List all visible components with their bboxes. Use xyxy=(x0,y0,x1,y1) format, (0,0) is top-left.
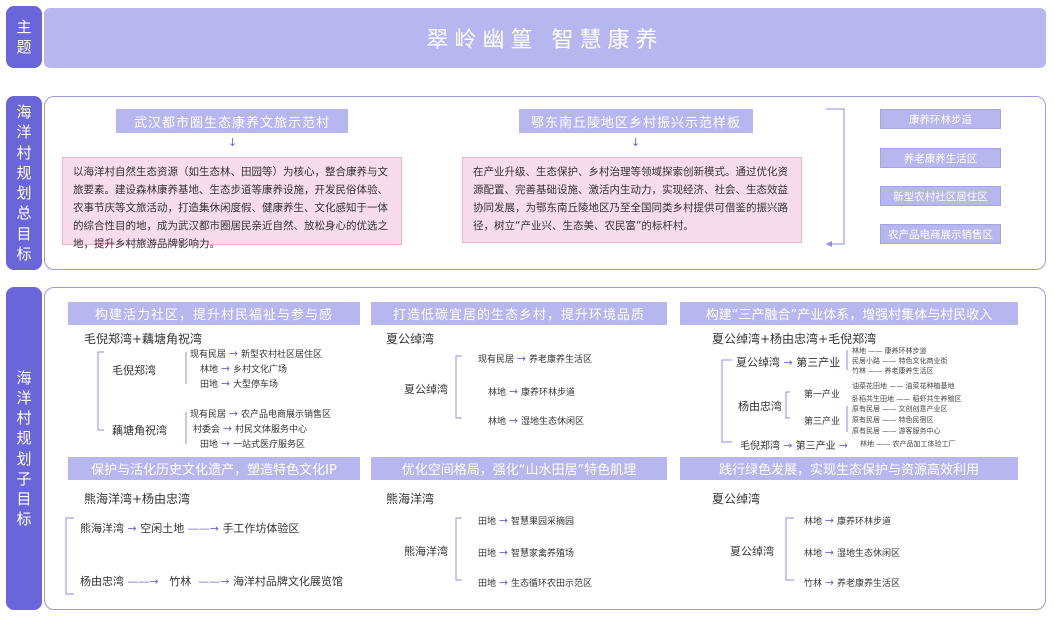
goal-left-text: 以海洋村自然生态资源（如生态林、田园等）为核心，整合康养与文旅要素。建设森林康养… xyxy=(62,157,402,250)
b6-village: 夏公绰湾 xyxy=(730,545,774,558)
b6-header: 践行绿色发展，实现生态保护与资源高效利用 xyxy=(680,457,1018,480)
goal-left-header: 武汉都市圈生态康养文旅示范村 xyxy=(116,109,348,133)
goal-label: 海洋村规划总目标 xyxy=(6,96,42,270)
b1-row: 现有民居 → 农产品电商展示销售区 xyxy=(190,407,331,420)
b1-row: 林地 → 乡村文化广场 xyxy=(200,362,287,375)
sub-label: 海洋村规划子目标 xyxy=(6,287,42,610)
b1-header: 构建活力社区，提升村民福祉与参与感 xyxy=(68,302,360,325)
b2-row: 林地 → 康养环林步道 xyxy=(488,385,575,398)
b3-industry-3: 第三产业 xyxy=(804,417,841,427)
b2-row: 现有民居 → 养老康养生活区 xyxy=(478,352,592,365)
goal-item: 养老康养生活区 xyxy=(880,148,1001,168)
b3-row: 林地 —— 农产品加工体验工厂 xyxy=(860,440,956,448)
b3-village-3: 毛倪郑湾 → 第三产业 → xyxy=(740,439,848,452)
sub-panel xyxy=(44,287,1046,610)
b3-row: 原有民居 —— 特色民宿区 xyxy=(852,416,934,424)
b1-row: 田地 → 大型停车场 xyxy=(200,377,278,390)
b1-row: 现有民居 → 新型农村社区居住区 xyxy=(190,347,322,360)
b4-header: 保护与活化历史文化遗产，塑造特色文化IP xyxy=(68,457,360,480)
b6-title: 夏公绰湾 xyxy=(712,492,761,506)
b1-village-1: 毛倪郑湾 xyxy=(112,364,156,377)
b5-row: 田地 → 智慧果园采摘园 xyxy=(478,514,574,527)
b3-row: 竹林 —— 养老康养生活区 xyxy=(852,367,934,375)
b3-village-1: 夏公绰湾 → 第三产业 xyxy=(736,356,841,369)
b5-title: 熊海洋湾 xyxy=(386,492,435,506)
theme-title-text: 翠岭幽篁 智慧康养 xyxy=(426,28,664,53)
goal-mid-header: 鄂东南丘陵地区乡村振兴示范样板 xyxy=(519,109,753,133)
b4-row: 杨由忠湾 ——→ 竹林 ——→ 海洋村品牌文化展览馆 xyxy=(80,575,343,588)
b3-row: 林地 —— 康养环林步道 xyxy=(852,347,927,355)
b2-village: 夏公绰湾 xyxy=(404,383,448,396)
down-arrow-icon: ↓ xyxy=(228,136,238,149)
b6-row: 林地 → 康养环林步道 xyxy=(804,514,891,527)
b1-village-2: 藕塘角祝湾 xyxy=(112,424,167,437)
b3-header: 构建“三产融合”产业体系，增强村集体与村民收入 xyxy=(680,302,1018,325)
goal-mid-text: 在产业升级、生态保护、乡村治理等领域探索创新模式。通过优化资源配置、完善基础设施… xyxy=(462,157,802,243)
b1-title: 毛倪郑湾+藕塘角祝湾 xyxy=(84,332,203,346)
b4-row: 熊海洋湾 → 空闲土地 ——→ 手工作坊体验区 xyxy=(80,522,300,535)
b2-row: 林地 → 湿地生态休闲区 xyxy=(488,414,584,427)
b2-header: 打造低碳宜居的生态乡村，提升环境品质 xyxy=(371,302,667,325)
b6-row: 竹林 → 养老康养生活区 xyxy=(804,576,900,589)
b3-row: 原有民居 —— 文创创意产业区 xyxy=(852,405,948,413)
goal-item: 农产品电商展示销售区 xyxy=(880,224,1001,244)
b5-row: 田地 → 智慧家禽养殖场 xyxy=(478,546,574,559)
b5-header: 优化空间格局，强化“山水田居”特色肌理 xyxy=(371,457,667,480)
b3-row: 油菜花田地 —— 油菜花种植基地 xyxy=(852,382,955,390)
b1-row: 村委会 → 村民文体服务中心 xyxy=(193,422,307,435)
b6-row: 林地 → 湿地生态休闲区 xyxy=(804,546,900,559)
theme-label: 主 题 xyxy=(6,6,42,68)
b3-row: 原有民居 —— 游客服务中心 xyxy=(852,427,941,435)
b4-title: 熊海洋湾+杨由忠湾 xyxy=(84,492,191,506)
b3-row: 民居小路 —— 特色文化商业街 xyxy=(852,357,948,365)
b3-village-2: 杨由忠湾 xyxy=(738,400,782,413)
b5-row: 田地 → 生态循环农田示范区 xyxy=(478,576,592,589)
goal-item: 新型农村社区居住区 xyxy=(880,186,1001,206)
b2-title: 夏公绰湾 xyxy=(386,332,435,346)
b5-village: 熊海洋湾 xyxy=(404,545,448,558)
b1-row: 田地 → 一站式医疗服务区 xyxy=(200,437,305,450)
down-arrow-icon: ↓ xyxy=(631,136,641,149)
theme-title: 翠岭幽篁 智慧康养 xyxy=(44,8,1046,68)
goal-item: 康养环林步道 xyxy=(880,109,1001,129)
b3-title: 夏公绰湾+杨由忠湾+毛倪郑湾 xyxy=(712,332,877,346)
b3-industry-1: 第一产业 xyxy=(804,390,841,400)
b3-row: 卧稻共生田地 —— 稻虾共生养殖区 xyxy=(852,395,962,403)
